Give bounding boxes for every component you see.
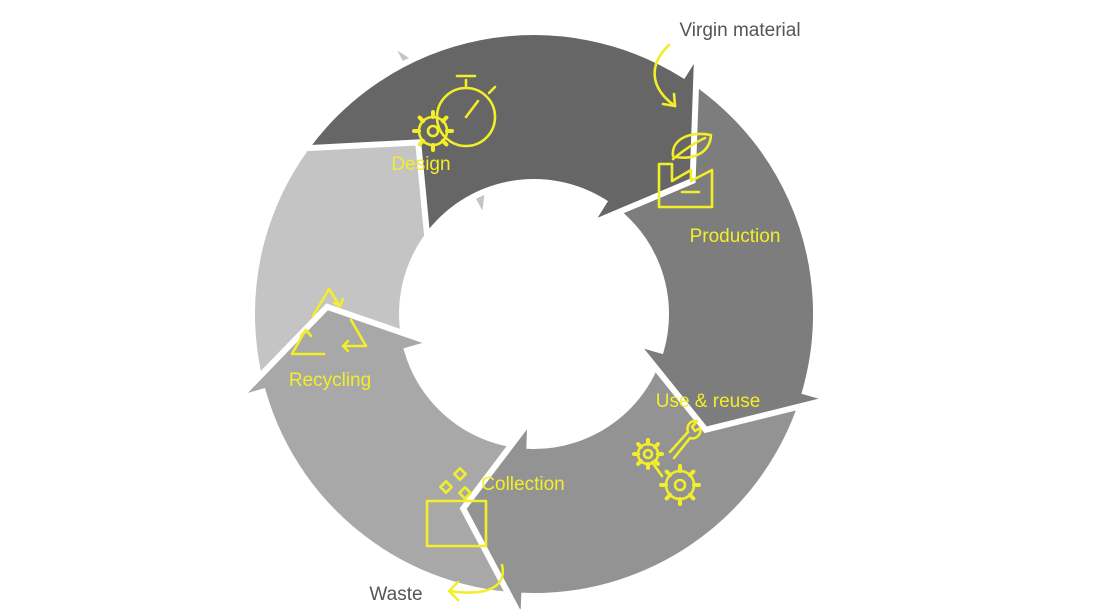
gear-tooth: [664, 492, 673, 501]
segment-production: [583, 55, 842, 434]
cycle-ring: [227, 29, 842, 609]
segment-design: [299, 29, 701, 245]
waste-label: Waste: [369, 584, 422, 605]
stage-label-production: Production: [690, 226, 781, 247]
stage-label-collection: Collection: [481, 474, 564, 495]
gear-tooth: [417, 138, 426, 147]
gear-tooth: [687, 492, 696, 501]
bin-pieces-icon: [425, 467, 488, 548]
gear-stopwatch-icon: [412, 74, 497, 152]
stage-label-use-reuse: Use & reuse: [656, 391, 761, 412]
virgin-material-arrow: [653, 43, 677, 108]
gear-tooth: [440, 138, 449, 147]
gear-tooth: [636, 442, 643, 449]
gears-wrench-icon: [632, 419, 702, 506]
gear-tooth: [636, 459, 643, 466]
gear-tooth: [653, 442, 660, 449]
waste-arrow: [447, 563, 505, 602]
gear-tooth: [417, 115, 426, 124]
virgin-material-label: Virgin material: [679, 20, 800, 41]
segment-use-reuse: [459, 328, 816, 609]
recycle-icon: [290, 287, 368, 356]
gear-tooth: [664, 469, 673, 478]
gear-tooth: [653, 459, 660, 466]
gear-tooth: [440, 115, 449, 124]
stage-label-recycling: Recycling: [289, 370, 371, 391]
gear-tooth: [687, 469, 696, 478]
factory-leaf-icon: [657, 132, 714, 209]
stage-label-design: Design: [391, 154, 450, 175]
